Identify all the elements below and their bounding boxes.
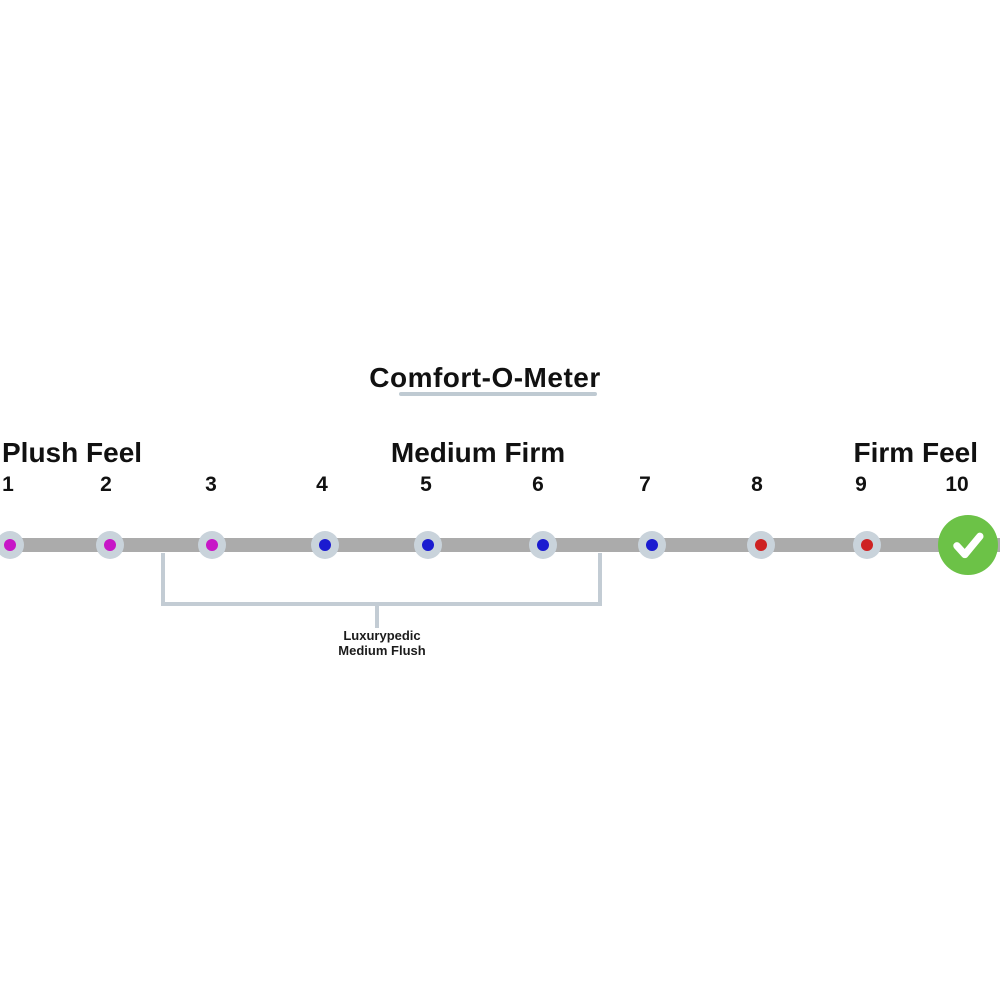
dot-core-9 xyxy=(861,539,873,551)
scale-number-4: 4 xyxy=(316,473,328,496)
scale-dot-8 xyxy=(747,531,775,559)
scale-number-6: 6 xyxy=(532,473,544,496)
dot-core-8 xyxy=(755,539,767,551)
scale-bar xyxy=(0,538,1000,552)
scale-dot-2 xyxy=(96,531,124,559)
annotation-line-1: Luxurypedic xyxy=(343,628,421,643)
scale-dot-1 xyxy=(0,531,24,559)
scale-number-10: 10 xyxy=(945,473,969,496)
label-plush-feel: Plush Feel xyxy=(2,437,143,468)
dot-core-3 xyxy=(206,539,218,551)
mattress-annotation: Luxurypedic Medium Flush xyxy=(338,628,425,658)
scale-number-1: 1 xyxy=(2,473,14,496)
scale-number-8: 8 xyxy=(751,473,763,496)
page-title: Comfort-O-Meter xyxy=(369,362,601,393)
label-medium-firm: Medium Firm xyxy=(390,437,566,468)
scale-dot-4 xyxy=(311,531,339,559)
scale-number-9: 9 xyxy=(855,473,867,496)
bracket-right-line xyxy=(598,553,602,605)
checkmark-icon xyxy=(953,532,984,559)
bracket-stem-line xyxy=(375,606,379,628)
dot-core-4 xyxy=(319,539,331,551)
scale-dot-6 xyxy=(529,531,557,559)
scale-number-3: 3 xyxy=(205,473,217,496)
dot-core-6 xyxy=(537,539,549,551)
scale-number-2: 2 xyxy=(100,473,112,496)
scale-number-7: 7 xyxy=(639,473,651,496)
annotation-line-2: Medium Flush xyxy=(338,643,426,658)
scale-dot-9 xyxy=(853,531,881,559)
dot-core-5 xyxy=(422,539,434,551)
label-firm-feel: Firm Feel xyxy=(853,437,978,468)
scale-dot-7 xyxy=(638,531,666,559)
scale-dot-5 xyxy=(414,531,442,559)
dot-core-7 xyxy=(646,539,658,551)
dot-core-1 xyxy=(4,539,16,551)
title-underline xyxy=(399,392,597,396)
dot-core-2 xyxy=(104,539,116,551)
scale-dot-3 xyxy=(198,531,226,559)
bracket-bottom-line xyxy=(161,602,602,606)
scale-number-5: 5 xyxy=(420,473,432,496)
bracket-left-line xyxy=(161,553,165,605)
selected-firmness-check xyxy=(938,515,998,575)
